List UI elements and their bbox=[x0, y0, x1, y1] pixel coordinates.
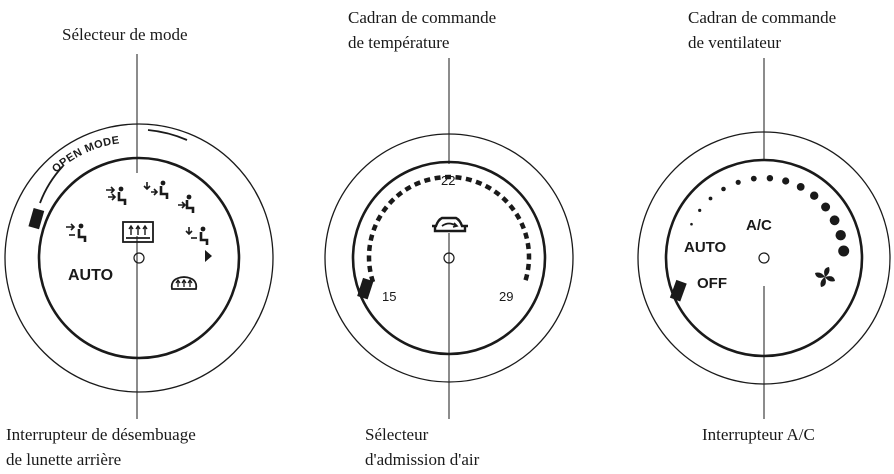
open-mode-arc-right bbox=[147, 129, 188, 141]
temperature-scale-arc bbox=[366, 174, 532, 283]
ac-label[interactable]: A/C bbox=[746, 217, 772, 234]
fan-speed-dot bbox=[698, 208, 702, 212]
fan-speed-dot bbox=[735, 179, 741, 185]
fan-speed-dot bbox=[690, 222, 693, 226]
vent-feet-defrost-icon bbox=[185, 226, 209, 245]
fan-speed-dots bbox=[690, 175, 850, 257]
mode-auto-label: AUTO bbox=[68, 267, 113, 284]
open-mode-label: OPEN MODE bbox=[50, 134, 121, 175]
fan-speed-dot bbox=[838, 245, 850, 257]
label-fan-dial-line2: de ventilateur bbox=[688, 33, 781, 52]
fan-speed-dot bbox=[835, 230, 846, 241]
label-temp-dial-line2: de température bbox=[348, 33, 450, 52]
temp-min-label: 15 bbox=[382, 289, 396, 304]
temperature-indicator-mark bbox=[357, 277, 374, 300]
temp-mid-label: 22 bbox=[441, 173, 455, 188]
mode-indicator-mark bbox=[28, 207, 45, 230]
fan-icon bbox=[815, 267, 835, 287]
label-ac-switch: Interrupteur A/C bbox=[702, 425, 815, 444]
vent-face-feet-icon bbox=[143, 180, 169, 199]
label-air-intake-line2: d'admission d'air bbox=[365, 450, 480, 469]
fan-speed-dot bbox=[810, 191, 819, 200]
fan-speed-dot bbox=[721, 186, 726, 192]
fan-off-label: OFF bbox=[697, 275, 727, 292]
front-defrost-icon bbox=[170, 276, 198, 290]
air-recirculation-icon[interactable] bbox=[432, 216, 468, 233]
label-rear-defog-line1: Interrupteur de désembuage bbox=[6, 425, 196, 444]
mode-pointer-triangle bbox=[205, 250, 212, 262]
fan-speed-dot bbox=[766, 175, 774, 182]
fan-indicator-mark bbox=[669, 279, 687, 302]
fan-speed-dot bbox=[782, 177, 790, 185]
vent-face-defrost-icon bbox=[106, 186, 127, 205]
open-mode-arc-left bbox=[39, 165, 64, 204]
fan-speed-dot bbox=[829, 215, 840, 226]
vent-feet-icon bbox=[178, 194, 195, 213]
mode-dial[interactable]: OPEN MODE bbox=[4, 123, 274, 393]
label-rear-defog-line2: de lunette arrière bbox=[6, 450, 122, 469]
fan-speed-dot bbox=[821, 202, 831, 212]
mode-center-knob bbox=[133, 252, 145, 264]
rear-defog-icon[interactable] bbox=[122, 221, 154, 243]
label-mode-selector: Sélecteur de mode bbox=[62, 25, 188, 44]
fan-speed-dot bbox=[750, 175, 757, 182]
fan-auto-label: AUTO bbox=[684, 239, 727, 256]
fan-speed-dot bbox=[796, 183, 805, 191]
label-temp-dial-line1: Cadran de commande bbox=[348, 8, 497, 27]
fan-center-knob bbox=[758, 252, 770, 264]
temp-max-label: 29 bbox=[499, 289, 513, 304]
label-fan-dial-line1: Cadran de commande bbox=[688, 8, 837, 27]
vent-face-icon bbox=[66, 223, 87, 242]
fan-speed-dot bbox=[708, 196, 713, 201]
label-air-intake-line1: Sélecteur bbox=[365, 425, 429, 444]
